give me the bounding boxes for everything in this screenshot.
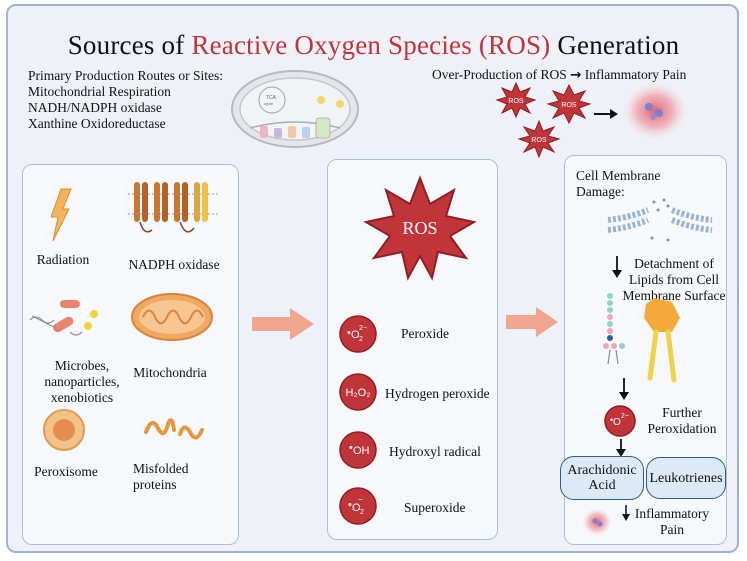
svg-text:2: 2	[359, 336, 363, 343]
routes-heading: Primary Production Routes or Sites:	[28, 68, 223, 83]
svg-text:−: −	[358, 495, 363, 504]
nadph-oxidase-membrane-icon	[128, 182, 220, 233]
ros-star-small: ROS	[495, 81, 537, 119]
svg-text:2: 2	[360, 509, 364, 516]
svg-text:•: •	[348, 499, 352, 511]
svg-text:O: O	[352, 502, 361, 514]
lipid-chain-icon	[603, 293, 625, 365]
route-item: Mitochondrial Respiration	[28, 84, 171, 99]
hydrogen-peroxide-symbol: H₂O₂	[339, 373, 377, 411]
svg-text:•: •	[349, 442, 353, 454]
peroxisome-icon	[43, 409, 85, 451]
svg-text:ROS: ROS	[561, 102, 577, 109]
arrow-down-icon	[619, 378, 629, 400]
svg-text:cycle: cycle	[264, 101, 274, 106]
arrow-right-icon	[506, 307, 558, 337]
svg-text:OH: OH	[353, 445, 370, 457]
arachidonic-acid-box: Arachidonic Acid	[560, 456, 644, 500]
arrow-right-icon	[252, 308, 314, 340]
damage-heading: Cell Membrane Damage:	[576, 168, 661, 199]
svg-text:2−: 2−	[359, 325, 367, 332]
damaged-membrane-icon	[607, 198, 713, 242]
hydroxyl-radical-label: Hydroxyl radical	[389, 444, 481, 459]
superoxide-label: Superoxide	[404, 500, 466, 515]
nadph-oxidase-label: NADPH oxidase	[128, 257, 220, 272]
arrow-down-icon	[612, 256, 622, 278]
peroxide-symbol-small: • O 2−	[604, 405, 636, 437]
phospholipid-icon	[644, 298, 680, 383]
svg-text:•: •	[610, 415, 613, 425]
mitochondria-icon	[131, 293, 213, 341]
superoxide-symbol: • O 2 −	[339, 487, 377, 525]
ros-star-small: ROS	[517, 119, 561, 159]
inflammation-glow-icon	[622, 82, 688, 140]
svg-text:•: •	[347, 327, 351, 339]
peroxisome-label: Peroxisome	[34, 464, 98, 479]
ros-star-small: ROS	[546, 83, 592, 125]
svg-text:O: O	[613, 417, 621, 428]
misfolded-label: Misfolded proteins	[133, 461, 189, 492]
further-peroxidation-label: Further Peroxidation	[647, 405, 717, 436]
route-item: Xanthine Oxidoreductase	[28, 116, 166, 131]
svg-text:TCA: TCA	[266, 95, 277, 101]
hydrogen-peroxide-label: Hydrogen peroxide	[385, 386, 490, 401]
leukotrienes-box: Leukotrienes	[646, 457, 726, 499]
arrow-down-icon	[622, 505, 630, 521]
lightning-icon	[50, 188, 72, 242]
inflammatory-pain-label: Inflammatory Pain	[634, 506, 710, 537]
production-routes: Primary Production Routes or Sites: Mito…	[28, 68, 223, 132]
svg-text:ROS: ROS	[508, 98, 524, 105]
microbes-nanoparticles-icon	[29, 300, 98, 336]
radiation-label: Radiation	[36, 252, 90, 267]
peroxide-label: Peroxide	[401, 326, 449, 341]
overproduction-label: Over-Production of ROS → Inflammatory Pa…	[432, 67, 687, 83]
route-item: NADH/NADPH oxidase	[28, 100, 162, 115]
inflammation-glow-icon	[582, 508, 612, 536]
ros-star-large: ROS	[363, 175, 477, 281]
svg-text:O: O	[351, 329, 360, 341]
peroxide-symbol: • O 2 2−	[339, 315, 377, 353]
page-title: Sources of Reactive Oxygen Species (ROS)…	[67, 30, 680, 60]
svg-text:ROS: ROS	[531, 137, 547, 144]
svg-text:H₂O₂: H₂O₂	[345, 387, 370, 399]
svg-text:2−: 2−	[621, 413, 629, 420]
arrow-down-icon	[616, 439, 626, 457]
misfolded-proteins-icon	[144, 418, 204, 440]
hydroxyl-radical-symbol: • OH	[339, 431, 377, 469]
mitochondrion-respiration-illustration: TCA cycle	[231, 70, 359, 148]
arrow-right-icon	[594, 109, 618, 119]
detachment-label: Detachment of Lipids from Cell Membrane …	[622, 256, 726, 303]
mitochondria-label: Mitochondria	[133, 365, 207, 380]
svg-text:ROS: ROS	[402, 218, 437, 238]
microbes-label: Microbes, nanoparticles, xenobiotics	[44, 358, 120, 405]
